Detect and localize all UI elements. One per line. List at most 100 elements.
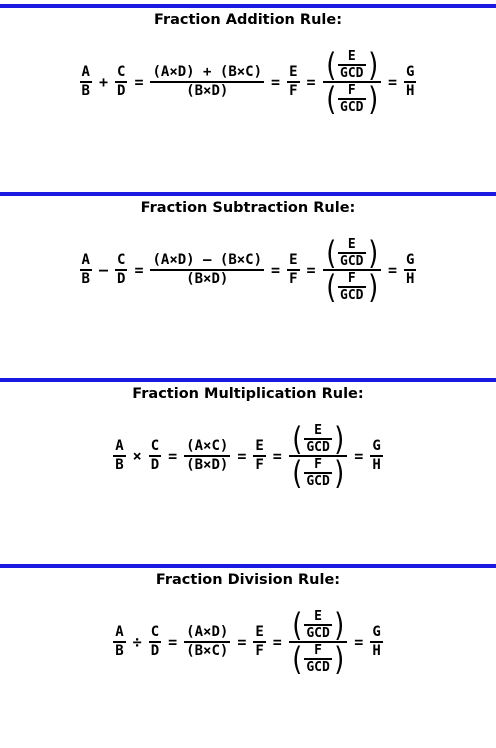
expanded-fraction: (A×C)(B×D) [184,438,231,474]
left-paren: ( [292,640,303,678]
fraction-c-d-bar [115,81,128,83]
equals-sign: = [388,261,398,279]
equals-sign: = [134,261,144,279]
equals-sign: = [237,447,247,465]
operator: – [98,261,108,279]
e-over-gcd-fraction-bar [304,624,332,626]
fraction-g-h-numerator: G [372,624,381,640]
fraction-c-d-numerator: C [117,64,126,80]
left-paren: ( [325,80,336,118]
expanded-fraction: (A×D) + (B×C)(B×D) [150,64,265,100]
fraction-c-d-denominator: D [117,83,126,99]
left-paren: ( [325,268,336,306]
fraction-c-d-bar [148,641,162,643]
right-paren: ) [367,46,378,84]
e-over-gcd-fraction-denominator: GCD [340,66,364,81]
fraction-a-b-denominator: B [115,643,124,659]
rule-title: Fraction Subtraction Rule: [140,200,356,216]
left-paren: ( [292,420,303,458]
fraction-g-h-denominator: H [406,83,415,99]
right-paren: ) [367,80,378,118]
expanded-fraction-denominator: (B×D) [186,271,229,287]
fraction-c-d-denominator: D [150,643,160,659]
f-over-gcd-fraction-bar [304,472,332,474]
f-over-gcd-fraction-bar [338,286,366,288]
equals-sign: = [306,73,316,91]
expanded-fraction-bar [184,455,231,457]
fraction-g-h-bar [404,81,417,83]
f-over-gcd-fraction-numerator: F [314,457,322,472]
e-over-gcd-fraction-denominator: GCD [306,440,330,455]
reduced-bar [322,81,381,83]
fraction-g-h-numerator: G [406,64,415,80]
fraction-e-f-numerator: E [255,624,264,640]
fraction-e-f-denominator: F [255,457,264,473]
equals-sign: = [237,633,247,651]
fraction-a-b-denominator: B [81,271,90,287]
right-paren: ) [367,234,378,272]
equals-sign: = [272,633,282,651]
e-over-gcd-fraction-numerator: E [314,609,322,624]
f-over-gcd-fraction-denominator: GCD [340,100,364,115]
fraction-c-d-numerator: C [117,252,126,268]
e-over-gcd-fraction-numerator: E [347,49,356,64]
fraction-e-f-numerator: E [289,252,298,268]
rule-title: Fraction Multiplication Rule: [132,386,364,402]
expanded-fraction-numerator: (A×D) – (B×C) [152,252,263,268]
fraction-a-b-denominator: B [81,83,90,99]
left-paren: ( [292,454,303,492]
f-over-gcd-fraction-denominator: GCD [340,288,364,303]
expanded-fraction-denominator: (B×D) [186,457,229,473]
fraction-e-f-bar [253,455,266,457]
e-over-gcd-fraction-bar [338,64,366,66]
equals-sign: = [168,633,178,651]
fraction-e-f-denominator: F [255,643,264,659]
right-paren: ) [334,606,345,644]
left-paren: ( [325,234,336,272]
equals-sign: = [354,447,364,465]
f-over-gcd-fraction-bar [304,658,332,660]
fraction-g-h-numerator: G [372,438,381,454]
e-over-gcd-fraction: E GCD [338,49,366,81]
fraction-a-b-numerator: A [81,64,90,80]
fraction-g-h-denominator: H [372,457,381,473]
fraction-a-b-bar [113,455,126,457]
rule-title: Fraction Addition Rule: [153,12,343,28]
equals-sign: = [388,73,398,91]
e-over-gcd-fraction-numerator: E [347,237,356,252]
fraction-c-d-numerator: C [150,624,160,640]
operator: × [132,447,142,465]
expanded-fraction-bar [150,269,265,271]
fraction-c-d-bar [115,269,128,271]
expanded-fraction-numerator: (A×D) + (B×C) [152,64,263,80]
fraction-a-b-numerator: A [115,438,124,454]
rule-title: Fraction Division Rule: [155,572,341,588]
